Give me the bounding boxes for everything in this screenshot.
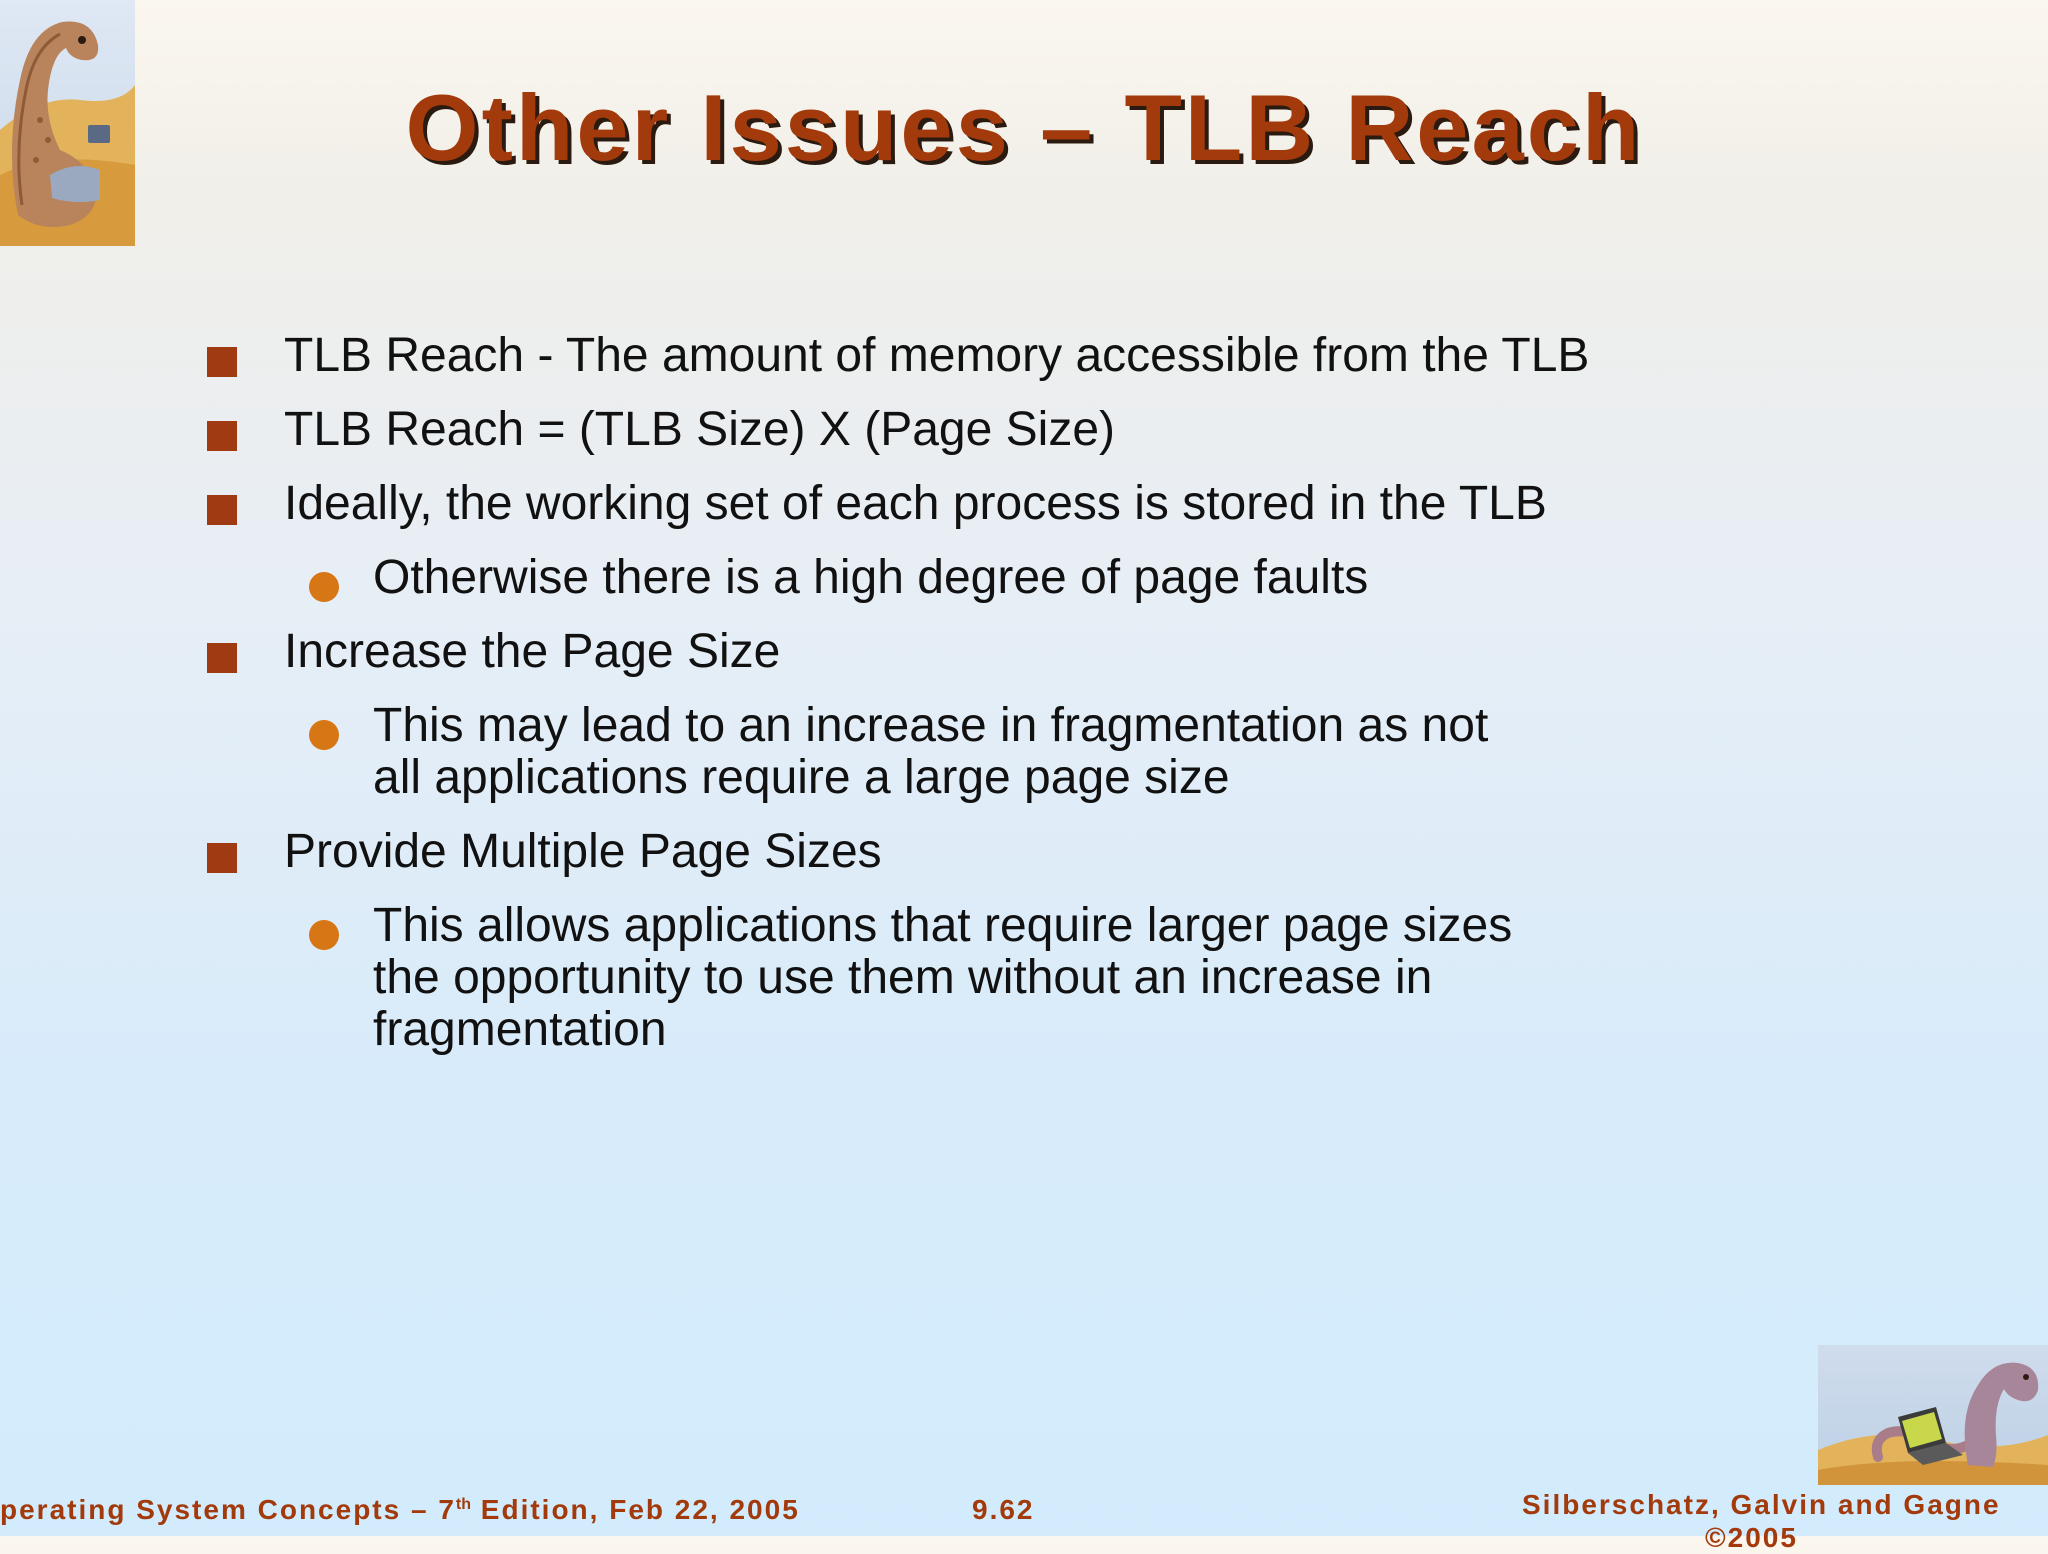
footer-copyright: ©2005 — [1705, 1522, 1798, 1553]
round-bullet-icon — [309, 572, 339, 602]
bullet-list: TLB Reach - The amount of memory accessi… — [205, 330, 1705, 1078]
bullet-text: Increase the Page Size — [284, 625, 781, 678]
bullet-text: Provide Multiple Page Sizes — [284, 825, 882, 878]
bullet-item: Provide Multiple Page Sizes — [205, 826, 1705, 878]
sub-bullet-text: This allows applications that require la… — [373, 899, 1513, 1056]
round-bullet-icon — [309, 720, 339, 750]
bullet-item: TLB Reach - The amount of memory accessi… — [205, 330, 1705, 382]
footer-book-title-sup: th — [455, 1496, 472, 1513]
sub-bullet-item: This may lead to an increase in fragment… — [205, 700, 1705, 804]
bullet-item: TLB Reach = (TLB Size) X (Page Size) — [205, 404, 1705, 456]
footer-book-title: perating System Concepts – 7th Edition, … — [0, 1494, 800, 1526]
slide-title: Other Issues – TLB Reach — [405, 75, 1643, 180]
bullet-text: TLB Reach = (TLB Size) X (Page Size) — [284, 403, 1115, 456]
footer-book-title-suffix: Edition, Feb 22, 2005 — [471, 1494, 800, 1525]
bullet-text: Ideally, the working set of each process… — [284, 477, 1547, 530]
round-bullet-icon — [309, 920, 339, 950]
square-bullet-icon — [207, 643, 237, 673]
sub-bullet-text: This may lead to an increase in fragment… — [373, 699, 1489, 804]
square-bullet-icon — [207, 843, 237, 873]
square-bullet-icon — [207, 347, 237, 377]
bullet-item: Increase the Page Size — [205, 626, 1705, 678]
square-bullet-icon — [207, 421, 237, 451]
sub-bullet-text: Otherwise there is a high degree of page… — [373, 551, 1369, 604]
dinosaur-laptop-logo-icon — [1818, 1345, 2048, 1485]
sub-bullet-item: Otherwise there is a high degree of page… — [205, 552, 1705, 604]
dinosaur-reading-logo-icon — [0, 0, 135, 246]
bullet-text: TLB Reach - The amount of memory accessi… — [284, 329, 1590, 382]
bullet-item: Ideally, the working set of each process… — [205, 478, 1705, 530]
sub-bullet-item: This allows applications that require la… — [205, 900, 1705, 1056]
footer-authors: Silberschatz, Galvin and Gagne — [1522, 1489, 2001, 1520]
footer-page-number: 9.62 — [972, 1494, 1035, 1525]
square-bullet-icon — [207, 495, 237, 525]
footer-book-title-prefix: perating System Concepts – 7 — [0, 1494, 456, 1525]
